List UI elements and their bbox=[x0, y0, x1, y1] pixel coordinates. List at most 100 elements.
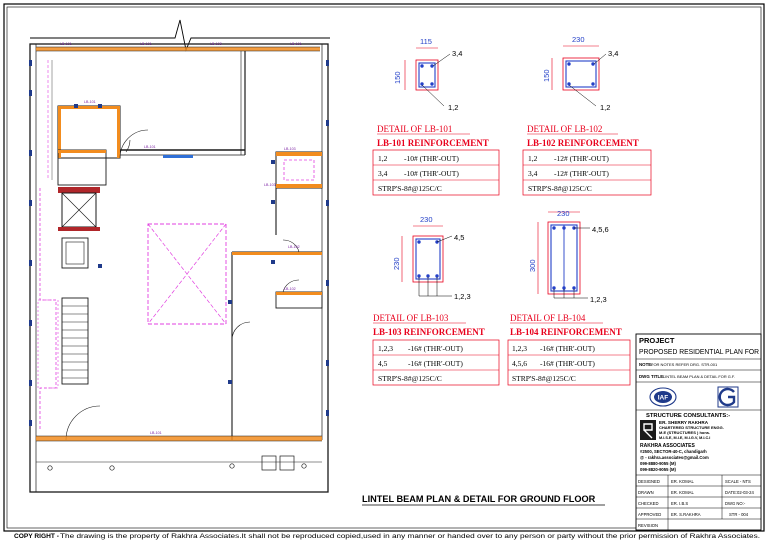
detail-title: DETAIL OF LB-102 bbox=[527, 124, 602, 134]
dwg-title-text: LINTEL BEAM PLAN & DETAIL FOR G.F. bbox=[663, 374, 735, 379]
fixture bbox=[261, 455, 277, 471]
detail-bottom-callout: 1,2 bbox=[600, 103, 610, 112]
window-mark bbox=[163, 155, 193, 158]
copyright-label: COPY RIGHT - bbox=[14, 533, 59, 540]
detail-row-spec: -12# (THR'-OUT) bbox=[554, 169, 609, 178]
detail-row-spec: -16# (THR'-OUT) bbox=[408, 344, 463, 353]
outer-wall bbox=[29, 43, 329, 493]
beam-label: LB-101 bbox=[150, 431, 162, 435]
room-right-upper bbox=[275, 151, 323, 189]
beam-label: LB-103 bbox=[284, 147, 296, 151]
detail-lb102: 230 150 3,4 1,2 DETAIL OF LB-102 LB-102 … bbox=[522, 35, 652, 196]
lintel-right-mid bbox=[232, 252, 322, 255]
break-line bbox=[30, 19, 330, 52]
engineer-line: M.E (STRUCTURES ) hons. bbox=[659, 430, 710, 435]
copyright-text: The drawing is the property of Rakhra As… bbox=[60, 533, 760, 540]
detail-bottom-callout: 1,2,3 bbox=[454, 292, 471, 301]
detail-top-callout: 3,4 bbox=[608, 49, 618, 58]
detail-lb103: 230 230 4,5 1,2,3 DETAIL OF LB-103 LB-10… bbox=[372, 215, 500, 386]
detail-top-callout: 3,4 bbox=[452, 49, 462, 58]
beam-label: LB-102 bbox=[284, 287, 296, 291]
sig-row-meta: DWG NO:- bbox=[725, 501, 746, 506]
detail-row-bars: 1,2,3 bbox=[512, 344, 527, 353]
sig-row-name: ER. KOMAL bbox=[671, 490, 694, 495]
sig-row-name: ER. S.RAKHRA bbox=[671, 512, 701, 517]
firm-line: #2500, SECTOR-40-C, chandigarh bbox=[640, 449, 707, 454]
lintel-band-bottom bbox=[36, 436, 322, 441]
detail-row-spec: -16# (THR'-OUT) bbox=[408, 359, 463, 368]
firm-line: @ - rakhra.associates@gmail.Com bbox=[640, 455, 709, 460]
detail-heading: LB-102 REINFORCEMENT bbox=[527, 138, 639, 148]
beam-label: LB-101 bbox=[290, 42, 302, 46]
beam-label: LB-103 bbox=[210, 42, 222, 46]
firm-line: 099-8820-9055 (M) bbox=[640, 467, 676, 472]
detail-row-bars: 4,5,6 bbox=[512, 359, 527, 368]
detail-lb104: 230 300 4,5,6 1,2,3 DETAIL OF LB-104 LB-… bbox=[507, 209, 631, 386]
lift-lintel bbox=[58, 187, 100, 193]
detail-width: 230 bbox=[557, 209, 570, 218]
sig-row-meta: SCALE - NTS bbox=[725, 479, 751, 484]
columns bbox=[29, 60, 329, 426]
plan-beam-labels: LB-101 LB-101 LB-103 LB-101 LB-101 LB-10… bbox=[60, 42, 302, 435]
detail-title: DETAIL OF LB-101 bbox=[377, 124, 452, 134]
detail-depth: 230 bbox=[392, 257, 401, 270]
sig-row-meta: STR - 004 bbox=[729, 512, 749, 517]
beam-label: LB-102 bbox=[288, 245, 300, 249]
dwg-title-label: DWG TITLE: bbox=[639, 374, 665, 379]
room-lobby bbox=[57, 149, 107, 186]
firm-line: 099-8880-9055 (M) bbox=[640, 461, 676, 466]
detail-width: 230 bbox=[420, 215, 433, 224]
detail-row-bars: 4,5 bbox=[378, 359, 388, 368]
detail-depth: 300 bbox=[528, 259, 537, 272]
detail-row-spec: -16# (THR'-OUT) bbox=[540, 344, 595, 353]
detail-heading: LB-101 REINFORCEMENT bbox=[377, 138, 489, 148]
note-label: NOTE: bbox=[639, 362, 653, 367]
engineer-line: M.I.S.E, M.I.E, M.I.G.V, M.I.C.I bbox=[659, 436, 710, 440]
sig-row-name: ER. KOMAL bbox=[671, 479, 694, 484]
detail-heading: LB-104 REINFORCEMENT bbox=[510, 327, 622, 337]
beam-label: LB-101 bbox=[60, 42, 72, 46]
detail-title: DETAIL OF LB-104 bbox=[510, 313, 586, 323]
beam-label: LB-101 bbox=[140, 42, 152, 46]
beam-label: LB-101 bbox=[84, 100, 96, 104]
firm-logo-icon bbox=[717, 386, 739, 408]
column-marker bbox=[47, 465, 53, 471]
stair-void-outline bbox=[39, 188, 57, 430]
rakhra-logo-icon bbox=[640, 420, 656, 440]
lintel-band-top bbox=[36, 47, 320, 51]
detail-row-bars: 3,4 bbox=[528, 169, 538, 178]
project-name: PROPOSED RESIDENTIAL PLAN FOR bbox=[639, 349, 759, 356]
detail-stirrups: STRP'S-8#@125C/C bbox=[378, 184, 442, 193]
detail-stirrups: STRP'S-8#@125C/C bbox=[528, 184, 592, 193]
detail-row-bars: 1,2 bbox=[378, 154, 388, 163]
staircase bbox=[61, 297, 89, 385]
engineer-line: CHARTERED STRUCTURE ENGG. bbox=[659, 425, 724, 430]
sig-row-label: REVISION bbox=[638, 523, 658, 528]
iaf-logo-icon: IAF bbox=[649, 387, 677, 407]
central-void bbox=[147, 223, 227, 325]
detail-row-bars: 1,2 bbox=[528, 154, 538, 163]
sig-row-name: ER. I.B.S bbox=[671, 501, 688, 506]
door-swing bbox=[119, 129, 149, 159]
title-block: PROJECT PROPOSED RESIDENTIAL PLAN FOR NO… bbox=[635, 333, 762, 531]
detail-bottom-callout: 1,2,3 bbox=[590, 295, 607, 304]
detail-stirrups: STRP'S-8#@125C/C bbox=[512, 374, 576, 383]
logo-left-text: IAF bbox=[658, 395, 669, 402]
detail-title: DETAIL OF LB-103 bbox=[373, 313, 449, 323]
detail-width: 230 bbox=[572, 35, 585, 44]
sig-row-label: APPROVED bbox=[638, 512, 661, 517]
sheet-inner-border bbox=[6, 6, 762, 529]
detail-row-spec: -10# (THR'-OUT) bbox=[404, 154, 459, 163]
detail-row-bars: 3,4 bbox=[378, 169, 388, 178]
sig-row-label: DRAWN bbox=[638, 490, 654, 495]
detail-top-callout: 4,5,6 bbox=[592, 225, 609, 234]
engineer-line: ER. SHERRY RAKHRA bbox=[659, 420, 709, 425]
duct bbox=[61, 237, 89, 269]
sig-row-label: CHECKED bbox=[638, 501, 658, 506]
beam-label: LB-101 bbox=[144, 145, 156, 149]
detail-row-spec: -16# (THR'-OUT) bbox=[540, 359, 595, 368]
detail-row-spec: -12# (THR'-OUT) bbox=[554, 154, 609, 163]
lintel-room-top-left bbox=[58, 106, 120, 109]
detail-width: 115 bbox=[420, 37, 432, 46]
